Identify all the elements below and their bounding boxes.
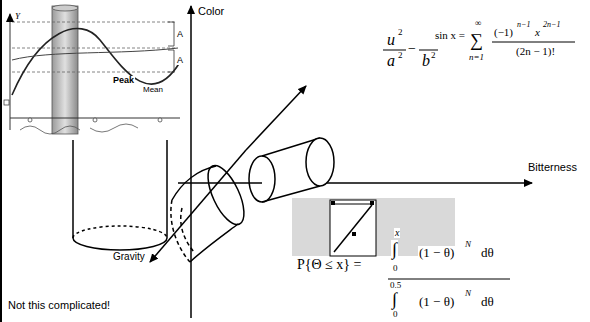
integral-limit: 0: [392, 310, 399, 319]
formula-term: (2n − 1)!: [515, 46, 556, 57]
formula-term: x: [534, 27, 541, 38]
formula-exponent: 2: [397, 28, 404, 37]
formula-exponent: 2: [397, 51, 404, 60]
formula-term: P{Θ ≤ x} =: [296, 258, 362, 272]
formula-term: dθ: [480, 295, 495, 308]
axis-label: Bitterness: [527, 162, 578, 173]
formula-term: (−1): [493, 27, 514, 38]
figure-label: Peak: [112, 76, 135, 85]
integral-symbol: ∫: [391, 240, 398, 258]
integral-symbol: ∫: [391, 290, 398, 308]
axis-label: Color: [197, 6, 225, 17]
tilted-cylinder: [171, 161, 251, 262]
amplitude-label: A: [176, 56, 184, 65]
axis-letter: Y: [14, 12, 21, 21]
formula-exponent: N: [464, 240, 472, 249]
formula-exponent: 2: [430, 51, 437, 60]
amplitude-label: A: [176, 30, 184, 39]
integral-limit: 0.5: [389, 281, 402, 290]
sum-limit: ∞: [474, 19, 482, 28]
sum-limit: n=1: [468, 53, 485, 62]
fraction-bars: [383, 42, 575, 279]
formula-term: (1 − θ): [418, 295, 455, 308]
formula-term: dθ: [480, 246, 495, 259]
horizontal-cylinder: [249, 138, 334, 202]
formula-exponent: 2n−1: [542, 21, 561, 29]
formula-term: a: [386, 53, 396, 69]
sum-symbol: ∑: [469, 31, 484, 49]
formula-exponent: n−1: [516, 21, 531, 29]
figure-label: Mean: [142, 86, 164, 94]
formula-term: sin x =: [434, 30, 466, 41]
integral-limit: 0: [392, 264, 399, 273]
slide-border: [0, 0, 2, 322]
formula-term: (1 − θ): [418, 246, 455, 259]
axis-label: Gravity: [112, 252, 146, 262]
integral-limit: x: [394, 228, 400, 238]
sine-wave-figure: [3, 2, 185, 140]
axes: [150, 6, 532, 318]
slide-note: Not this complicated!: [7, 300, 111, 311]
formula-term: u: [386, 32, 396, 48]
formula-operator: −: [407, 42, 417, 56]
formula-exponent: N: [464, 289, 472, 298]
